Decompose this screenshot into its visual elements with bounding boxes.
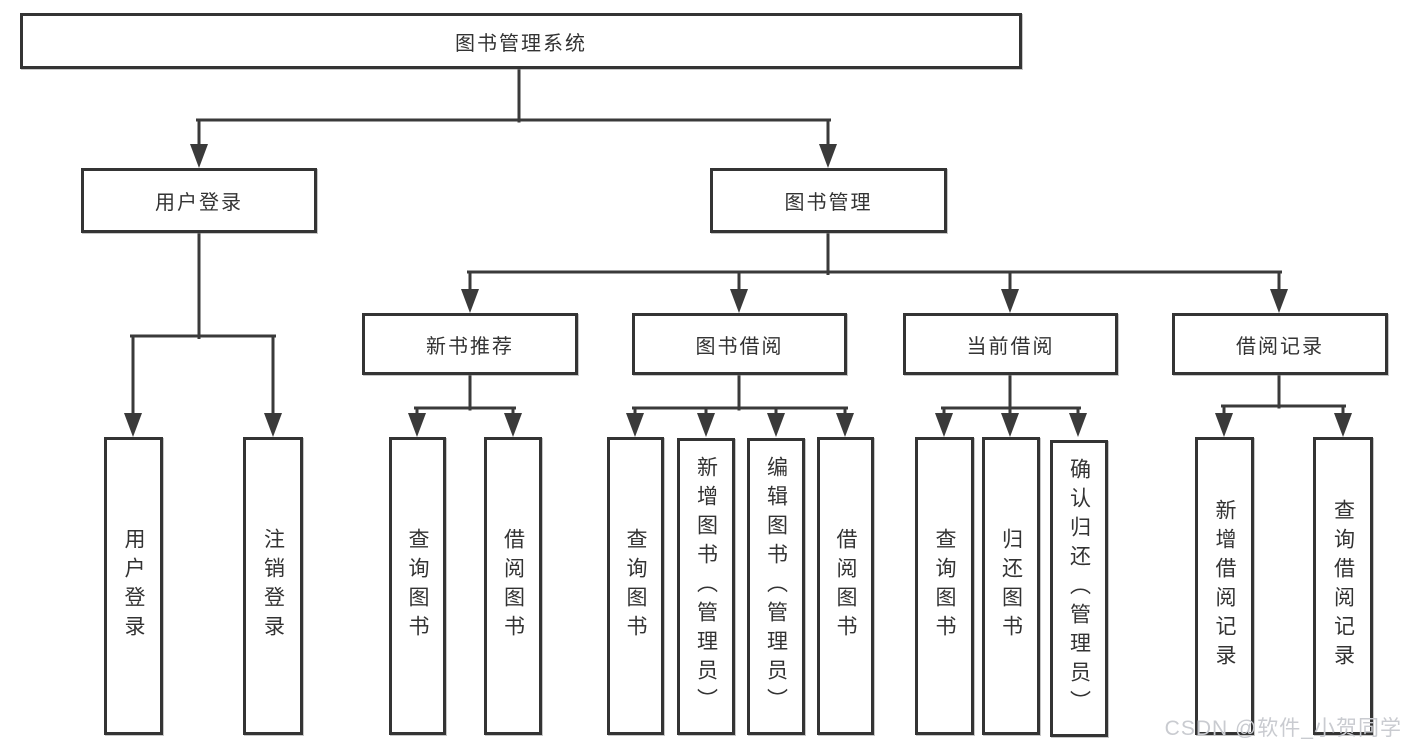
leaf-recommend-borrow-books-label: 借阅图书 (501, 528, 525, 644)
node-current-borrow-label: 当前借阅 (966, 335, 1055, 358)
node-user-login: 用户登录 (81, 168, 317, 233)
node-book-management: 图书管理 (710, 168, 947, 233)
leaf-borrow-query-books: 查询图书 (607, 437, 664, 735)
leaf-logout: 注销登录 (243, 437, 303, 735)
node-book-management-label: 图书管理 (784, 192, 873, 214)
leaf-query-borrow-record-label: 查询借阅记录 (1331, 499, 1355, 673)
leaf-borrow-query-books-label: 查询图书 (624, 528, 647, 644)
leaf-edit-books-admin: 编辑图书（管理员） (747, 438, 805, 735)
leaf-add-books-admin-label: 新增图书（管理员） (694, 456, 718, 717)
arrowheads (124, 144, 1352, 437)
node-current-borrow: 当前借阅 (903, 313, 1118, 375)
leaf-current-query-books-label: 查询图书 (933, 528, 956, 644)
node-new-book-recommend-label: 新书推荐 (426, 335, 514, 358)
leaf-confirm-return-admin: 确认归还（管理员） (1050, 440, 1108, 737)
node-user-login-label: 用户登录 (155, 192, 243, 214)
leaf-return-books: 归还图书 (982, 437, 1040, 735)
node-root-label: 图书管理系统 (455, 32, 587, 55)
leaf-return-books-label: 归还图书 (999, 528, 1023, 644)
leaf-logout-label: 注销登录 (261, 528, 285, 644)
leaf-edit-books-admin-label: 编辑图书（管理员） (764, 456, 788, 717)
leaf-current-query-books: 查询图书 (915, 437, 974, 735)
node-root: 图书管理系统 (20, 13, 1022, 69)
leaf-query-borrow-record: 查询借阅记录 (1313, 437, 1373, 735)
node-book-borrow: 图书借阅 (632, 313, 847, 375)
node-borrow-records-label: 借阅记录 (1236, 335, 1324, 358)
leaf-add-books-admin: 新增图书（管理员） (677, 438, 735, 735)
leaf-recommend-query-books: 查询图书 (389, 437, 446, 735)
leaf-confirm-return-admin-label: 确认归还（管理员） (1067, 458, 1091, 719)
leaf-user-login: 用户登录 (104, 437, 163, 735)
leaf-borrow-books-label: 借阅图书 (834, 528, 857, 644)
leaf-user-login-label: 用户登录 (122, 528, 145, 644)
leaf-add-borrow-record: 新增借阅记录 (1195, 437, 1254, 735)
leaf-recommend-borrow-books: 借阅图书 (484, 437, 542, 735)
leaf-add-borrow-record-label: 新增借阅记录 (1213, 499, 1236, 673)
node-new-book-recommend: 新书推荐 (362, 313, 578, 375)
csdn-watermark: CSDN @软件_小贺同学 (1164, 717, 1402, 740)
node-book-borrow-label: 图书借阅 (695, 335, 784, 358)
node-borrow-records: 借阅记录 (1172, 313, 1388, 375)
leaf-borrow-books: 借阅图书 (817, 437, 874, 735)
leaf-recommend-query-books-label: 查询图书 (406, 528, 429, 644)
